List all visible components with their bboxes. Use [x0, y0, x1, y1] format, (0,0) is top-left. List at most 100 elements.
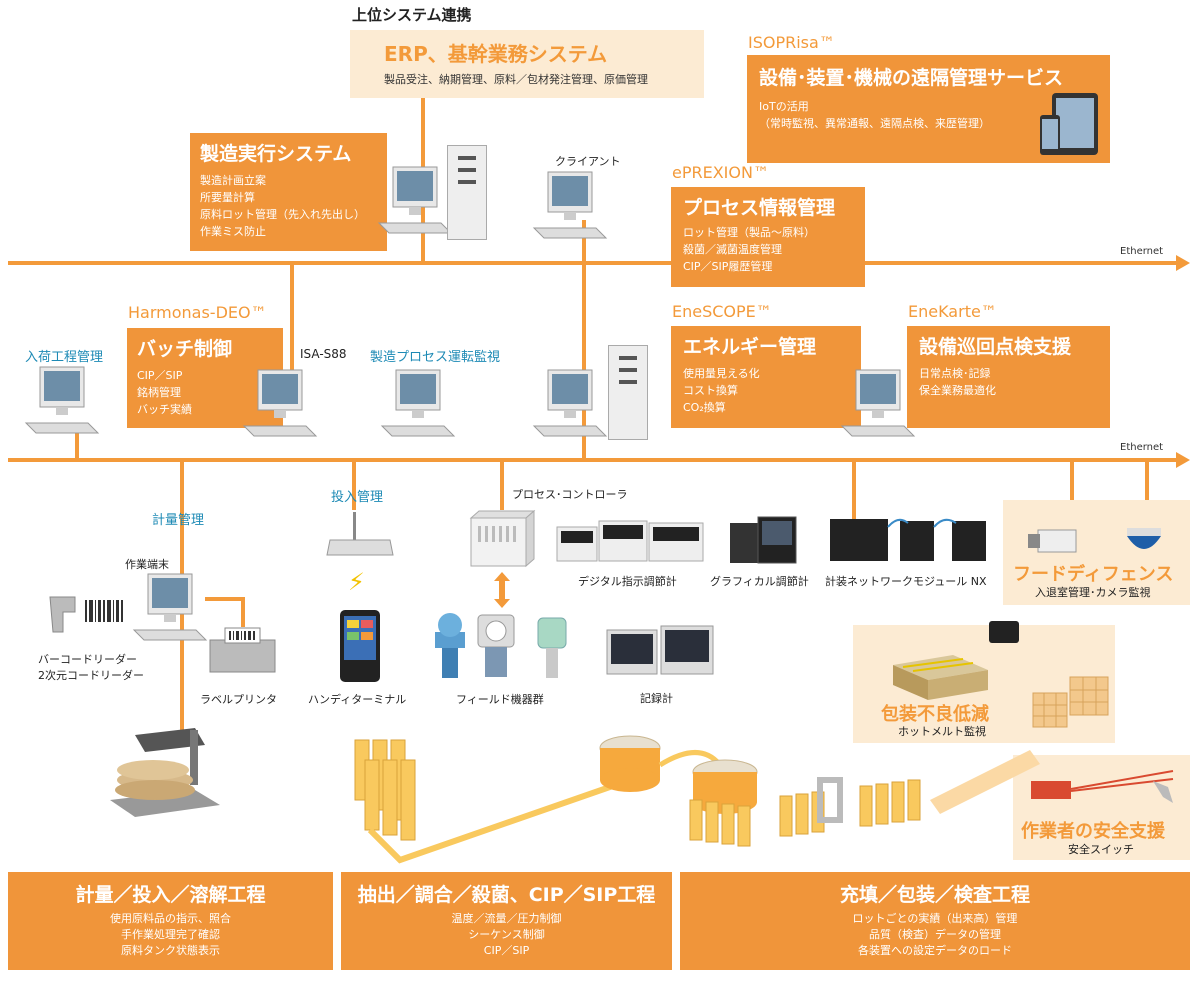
safety-sub: 安全スイッチ	[1068, 843, 1134, 856]
process-extraction-box: 抽出／調合／殺菌、CIP／SIP工程 温度／流量／圧力制御 シーケンス制御 CI…	[341, 872, 672, 970]
mes-line-1: 製造計画立案	[200, 174, 266, 187]
isoprisa-line-1: IoTの活用	[759, 100, 809, 113]
input-label: 投入管理	[331, 490, 384, 505]
harmonas-line-2: 銘柄管理	[137, 386, 181, 399]
graphical-controller-icon	[728, 515, 798, 565]
ethernet-arrow-lower	[1176, 452, 1190, 468]
digital-controller-label: デジタル指示調節計	[578, 575, 677, 588]
label-printer-icon	[205, 625, 280, 675]
weighing-label: 計量管理	[152, 513, 205, 528]
mes-line-3: 原料ロット管理（先入れ先出し）	[200, 208, 365, 221]
process-plant-illustration	[340, 720, 1040, 870]
process-extraction-line-2: シーケンス制御	[468, 928, 545, 941]
enescope-line-2: コスト換算	[683, 384, 738, 397]
process-filling-box: 充填／包装／検査工程 ロットごとの実績（出来高）管理 品質（検査）データの管理 …	[680, 872, 1190, 970]
process-weighing-box: 計量／投入／溶解工程 使用原料品の指示、照合 手作業処理完了確認 原料タンク状態…	[8, 872, 333, 970]
harmonas-line-1: CIP／SIP	[137, 369, 183, 382]
camera-box-icon	[1028, 528, 1078, 554]
mes-workstation-icon	[375, 165, 455, 235]
mes-title: 製造実行システム	[200, 143, 352, 165]
eprexion-line-3: CIP／SIP履歴管理	[683, 260, 773, 273]
mes-line-4: 作業ミス防止	[200, 225, 266, 238]
eprexion-line-2: 殺菌／滅菌温度管理	[683, 243, 782, 256]
handy-terminal-icon	[340, 610, 380, 682]
field-devices-label: フィールド機器群	[456, 693, 544, 706]
top-system-title: 上位システム連携	[352, 6, 472, 24]
harmonas-product: Harmonas-DEO™	[128, 303, 267, 322]
monitor-workstation-icon	[378, 368, 458, 438]
eprexion-box: プロセス情報管理 ロット管理（製品～原料） 殺菌／滅菌温度管理 CIP／SIP履…	[671, 187, 865, 287]
erp-box: ERP、基幹業務システム 製品受注、納期管理、原料／包材発注管理、原価管理	[350, 30, 704, 98]
info-workstation-icon	[530, 368, 610, 438]
isa-label: ISA-S88	[300, 347, 347, 361]
controller-connector	[500, 460, 504, 510]
barcode-label-1: バーコードリーダー	[38, 653, 137, 666]
handy-connector	[352, 460, 356, 510]
receiving-label: 入荷工程管理	[25, 350, 104, 365]
enescope-product: EneSCOPE™	[672, 302, 772, 321]
eprexion-product: ePREXION™	[672, 163, 769, 182]
isoprisa-title: 設備･装置･機械の遠隔管理サービス	[759, 67, 1064, 89]
mes-box: 製造実行システム 製造計画立案 所要量計算 原料ロット管理（先入れ先出し） 作業…	[190, 133, 387, 251]
wireless-signal-icon: ⚡	[348, 568, 365, 596]
food-defense-sub: 入退室管理･カメラ監視	[1035, 586, 1151, 599]
receiving-workstation-icon	[22, 365, 102, 435]
process-extraction-title: 抽出／調合／殺菌、CIP／SIP工程	[357, 884, 656, 906]
packaging-title: 包装不良低減	[881, 704, 989, 725]
enekarte-workstation-icon	[838, 368, 918, 438]
ethernet-line-lower	[8, 458, 1178, 462]
recorder-label: 記録計	[640, 692, 673, 705]
ethernet-label-lower: Ethernet	[1120, 442, 1164, 453]
process-filling-line-1: ロットごとの実績（出来高）管理	[852, 912, 1018, 925]
food-defense-title: フードディフェンス	[1013, 564, 1174, 585]
eprexion-title: プロセス情報管理	[683, 197, 836, 219]
module-connector	[852, 460, 856, 520]
enescope-line-1: 使用量見える化	[683, 367, 760, 380]
dome-camera-icon	[1123, 526, 1165, 556]
erp-sub: 製品受注、納期管理、原料／包材発注管理、原価管理	[384, 73, 648, 86]
safety-title: 作業者の安全支援	[1021, 821, 1165, 842]
process-weighing-line-2: 手作業処理完了確認	[121, 928, 220, 941]
process-controller-icon	[466, 508, 538, 568]
barcode-reader-icon	[45, 592, 135, 637]
client-connector	[582, 220, 586, 460]
enekarte-title: 設備巡回点検支援	[919, 336, 1072, 358]
inspection-sensor-icon	[989, 621, 1019, 643]
printer-connector	[205, 597, 245, 601]
enescope-title: エネルギー管理	[683, 336, 817, 358]
printer-connector-v	[241, 597, 245, 627]
terminal-workstation-icon	[130, 572, 210, 642]
network-module-label: 計装ネットワークモジュール NX	[825, 575, 987, 588]
erp-title: ERP、基幹業務システム	[384, 42, 608, 66]
enescope-box: エネルギー管理 使用量見える化 コスト換算 CO₂換算	[671, 326, 861, 428]
process-extraction-line-3: CIP／SIP	[483, 944, 530, 957]
ethernet-label-upper: Ethernet	[1120, 246, 1164, 257]
barcode-label-2: 2次元コードリーダー	[38, 669, 144, 682]
enekarte-box: 設備巡回点検支援 日常点検･記録 保全業務最適化	[907, 326, 1110, 428]
mes-connector	[290, 263, 294, 383]
harmonas-line-3: バッチ実績	[137, 403, 192, 416]
receiving-connector	[75, 430, 79, 460]
camera-connector-2	[1145, 460, 1149, 530]
harmonas-title: バッチ制御	[137, 338, 233, 360]
server-tower-icon	[447, 145, 487, 240]
info-server-tower-icon	[608, 345, 648, 440]
process-weighing-title: 計量／投入／溶解工程	[75, 884, 266, 906]
label-printer-label: ラベルプリンタ	[200, 693, 277, 706]
isoprisa-product: ISOPRisa™	[748, 33, 835, 52]
isoprisa-box: 設備･装置･機械の遠隔管理サービス IoTの活用 （常時監視、異常通報、遠隔点検…	[747, 55, 1110, 163]
packaging-sub: ホットメルト監視	[898, 725, 986, 738]
packaging-carton-icon	[883, 645, 993, 705]
ethernet-line-upper	[8, 261, 1178, 265]
terminal-label: 作業端末	[125, 558, 169, 571]
process-filling-line-2: 品質（検査）データの管理	[869, 928, 1001, 941]
process-weighing-line-3: 原料タンク状態表示	[121, 944, 220, 957]
client-workstation-icon	[530, 170, 610, 240]
controller-label: プロセス･コントローラ	[512, 488, 628, 501]
enekarte-line-2: 保全業務最適化	[919, 384, 996, 397]
digital-controller-icon	[555, 517, 705, 565]
bidirectional-arrow-icon	[494, 572, 510, 608]
camera-connector-1	[1070, 460, 1074, 530]
batch-workstation-icon	[240, 368, 320, 438]
enekarte-line-1: 日常点検･記録	[919, 367, 991, 380]
